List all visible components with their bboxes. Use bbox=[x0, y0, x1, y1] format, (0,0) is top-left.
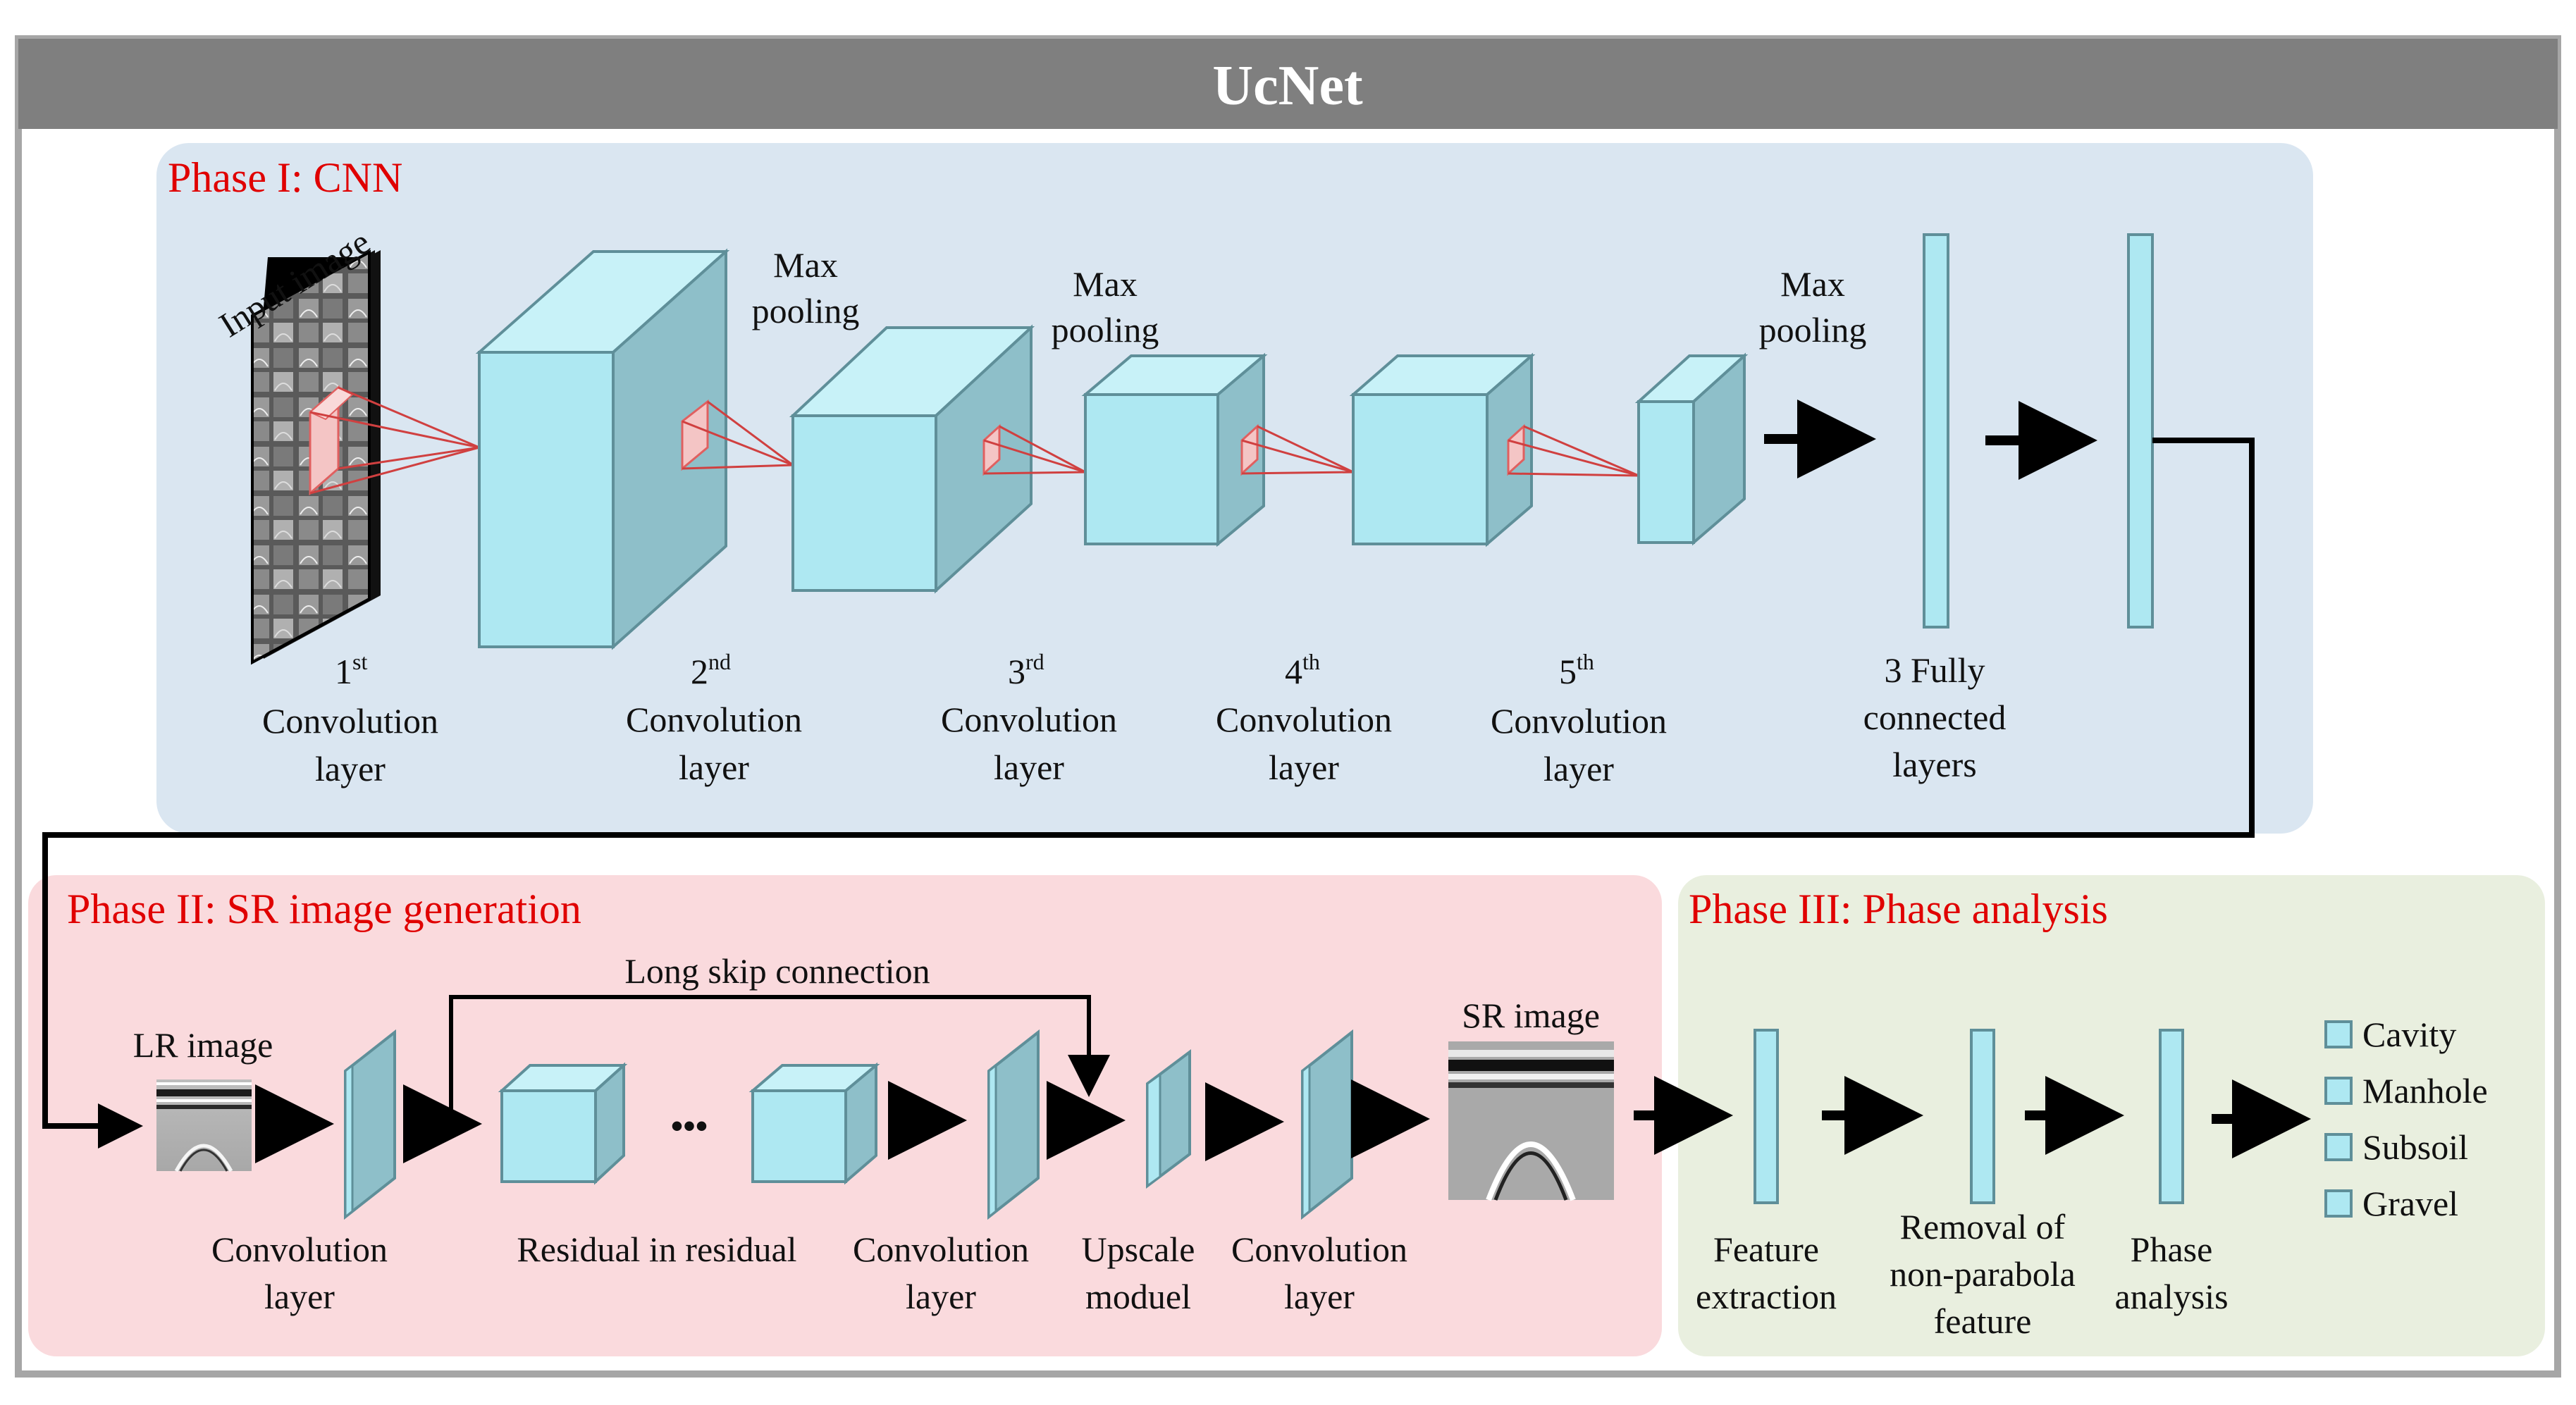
max-pooling-label-2: Max bbox=[1073, 264, 1138, 304]
class-legend: Cavity Manhole Subsoil Gravel bbox=[2324, 1015, 2488, 1223]
p2-upscale-label: Upscale bbox=[1081, 1230, 1195, 1269]
receptive-field-3 bbox=[982, 423, 1086, 476]
legend-box-manhole bbox=[2324, 1077, 2353, 1105]
phase1-title: Phase I: CNN bbox=[168, 154, 402, 201]
svg-text:layer: layer bbox=[679, 748, 749, 787]
svg-text:Convolution: Convolution bbox=[1491, 701, 1667, 741]
p3-phase-bar bbox=[2159, 1029, 2184, 1204]
long-skip-connection bbox=[449, 995, 1110, 1124]
receptive-field-2 bbox=[681, 399, 794, 471]
rir-block-1 bbox=[498, 1062, 628, 1185]
phase1-to-phase2-connector bbox=[42, 438, 2255, 1149]
svg-text:analysis: analysis bbox=[2114, 1277, 2228, 1316]
long-skip-label: Long skip connection bbox=[624, 951, 930, 991]
p2-conv2-slab bbox=[987, 1029, 1040, 1220]
svg-text:Convolution: Convolution bbox=[626, 700, 802, 739]
svg-text:layer: layer bbox=[1269, 748, 1339, 787]
p2-upscale-label-b: moduel bbox=[1085, 1277, 1191, 1316]
svg-text:layer: layer bbox=[994, 748, 1064, 787]
fc-label: 3 Fully connected layers bbox=[1863, 650, 2007, 784]
conv-label-2: 2nd Convolution layer bbox=[626, 649, 802, 787]
conv3-block bbox=[1081, 352, 1268, 547]
legend-label-manhole: Manhole bbox=[2362, 1071, 2488, 1110]
svg-text:non-parabola: non-parabola bbox=[1890, 1254, 2076, 1294]
max-pooling-label-1b: pooling bbox=[752, 291, 860, 330]
conv-label-1: 1st Convolution layer bbox=[262, 649, 438, 788]
max-pooling-label-1: Max bbox=[773, 245, 838, 285]
diagram-title: UcNet bbox=[1212, 55, 1363, 117]
p2-conv3-label-b: layer bbox=[1284, 1277, 1355, 1316]
p2-conv1-slab bbox=[344, 1029, 396, 1220]
lr-image-label: LR image bbox=[133, 1025, 273, 1065]
sr-image-label: SR image bbox=[1462, 996, 1600, 1035]
svg-text:layer: layer bbox=[1543, 749, 1614, 788]
sr-image bbox=[1448, 1041, 1614, 1201]
svg-text:feature: feature bbox=[1934, 1301, 2032, 1341]
conv-label-3: 3rd Convolution layer bbox=[941, 649, 1117, 787]
max-pooling-label-3: Max bbox=[1780, 264, 1845, 304]
receptive-field-5 bbox=[1507, 423, 1639, 477]
p3-removal-bar bbox=[1970, 1029, 1995, 1204]
rir-ellipsis: ••• bbox=[671, 1106, 708, 1146]
legend-label-cavity: Cavity bbox=[2362, 1015, 2456, 1054]
p2-conv2-label: Convolution bbox=[853, 1230, 1029, 1269]
svg-text:2nd: 2nd bbox=[691, 649, 731, 691]
p2-conv1-label: Convolution bbox=[211, 1230, 388, 1269]
p2-conv2-label-b: layer bbox=[906, 1277, 976, 1316]
legend-box-cavity bbox=[2324, 1020, 2353, 1048]
svg-text:Convolution: Convolution bbox=[262, 701, 438, 741]
conv4-block bbox=[1349, 352, 1536, 547]
svg-text:Removal of: Removal of bbox=[1900, 1207, 2066, 1246]
rir-block-2 bbox=[748, 1062, 880, 1185]
svg-text:3 Fully: 3 Fully bbox=[1884, 650, 1985, 690]
conv5-block bbox=[1634, 352, 1749, 546]
conv2-block bbox=[789, 324, 1035, 594]
max-pooling-label-3b: pooling bbox=[1759, 310, 1867, 349]
p3-feature-bar bbox=[1754, 1029, 1779, 1204]
legend-label-gravel: Gravel bbox=[2362, 1184, 2458, 1223]
phase2-title: Phase II: SR image generation bbox=[67, 886, 581, 932]
svg-text:4th: 4th bbox=[1285, 649, 1320, 691]
svg-text:1st: 1st bbox=[335, 649, 367, 691]
p2-conv3-label: Convolution bbox=[1231, 1230, 1407, 1269]
max-pooling-label-2b: pooling bbox=[1052, 310, 1159, 349]
phase3-title: Phase III: Phase analysis bbox=[1689, 886, 2108, 932]
svg-text:3rd: 3rd bbox=[1008, 649, 1044, 691]
conv-label-5: 5th Convolution layer bbox=[1491, 649, 1667, 788]
svg-text:connected: connected bbox=[1863, 698, 2007, 737]
p3-step-label-3: Phase analysis bbox=[2114, 1230, 2228, 1316]
conv1-block bbox=[475, 248, 730, 650]
fc-layer-1 bbox=[1923, 233, 1949, 629]
svg-text:layers: layers bbox=[1892, 745, 1976, 784]
fc-layer-2 bbox=[2127, 233, 2154, 629]
legend-box-gravel bbox=[2324, 1189, 2353, 1218]
svg-text:Convolution: Convolution bbox=[1216, 700, 1392, 739]
receptive-field-1 bbox=[309, 385, 480, 496]
p2-conv1-label-b: layer bbox=[264, 1277, 335, 1316]
conv-label-4: 4th Convolution layer bbox=[1216, 649, 1392, 787]
svg-text:Feature: Feature bbox=[1713, 1230, 1819, 1269]
lr-image bbox=[156, 1079, 252, 1172]
svg-text:extraction: extraction bbox=[1696, 1277, 1837, 1316]
svg-text:Convolution: Convolution bbox=[941, 700, 1117, 739]
p2-conv3-slab bbox=[1301, 1029, 1353, 1220]
svg-text:layer: layer bbox=[315, 749, 386, 788]
legend-label-subsoil: Subsoil bbox=[2362, 1127, 2468, 1167]
title-bar bbox=[18, 39, 2558, 129]
svg-text:Phase: Phase bbox=[2131, 1230, 2213, 1269]
p2-rir-label: Residual in residual bbox=[517, 1230, 796, 1269]
receptive-field-4 bbox=[1240, 423, 1354, 476]
p3-step-label-2: Removal of non-parabola feature bbox=[1890, 1207, 2076, 1341]
upscale-module bbox=[1146, 1049, 1191, 1189]
legend-box-subsoil bbox=[2324, 1133, 2353, 1161]
p3-step-label-1: Feature extraction bbox=[1696, 1230, 1837, 1316]
svg-text:5th: 5th bbox=[1559, 649, 1594, 691]
